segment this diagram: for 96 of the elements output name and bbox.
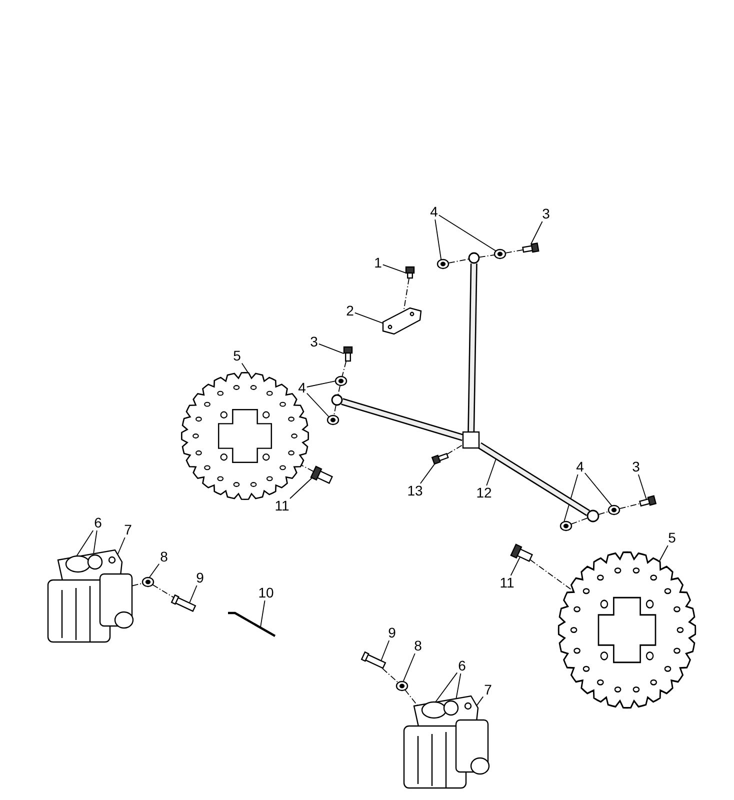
leader-line <box>420 464 435 484</box>
callout-number: 9 <box>195 570 205 586</box>
washer-drawing <box>334 376 348 386</box>
alignment-line <box>403 278 410 312</box>
callout-number: 8 <box>413 638 423 654</box>
leader-line <box>149 563 160 578</box>
leader-line <box>382 264 406 274</box>
washer-drawing <box>326 414 340 426</box>
callout-number: 8 <box>159 550 169 564</box>
callout-number: 10 <box>257 586 275 600</box>
leader-line <box>530 221 543 244</box>
callout-number: 7 <box>483 682 493 698</box>
leader-line <box>584 472 612 506</box>
leader-line <box>260 600 266 628</box>
bolt-drawing <box>510 544 533 562</box>
alignment-line <box>505 249 524 254</box>
alignment-line <box>338 385 340 396</box>
alignment-line <box>132 582 143 586</box>
callout-number: 4 <box>297 380 307 396</box>
clip-drawing <box>228 612 276 637</box>
alignment-line <box>478 254 495 258</box>
leader-line <box>306 392 330 417</box>
alignment-line <box>446 444 464 455</box>
bolt-drawing <box>431 452 449 465</box>
brake-hose-drawing <box>478 442 590 516</box>
leader-line <box>117 537 126 554</box>
alignment-line <box>598 511 609 515</box>
callout-number: 11 <box>274 498 290 514</box>
brake-disc-drawing <box>180 372 310 500</box>
tee-fitting-drawing <box>462 431 480 449</box>
brake-caliper-drawing <box>47 549 134 643</box>
brake-hose-drawing <box>468 263 478 432</box>
leader-line <box>456 673 462 698</box>
alignment-line <box>530 559 574 592</box>
washer-drawing <box>142 576 154 588</box>
bolt-drawing <box>343 346 353 362</box>
alignment-line <box>382 668 398 683</box>
leader-line <box>564 474 578 522</box>
washer-drawing <box>436 258 450 270</box>
leader-line <box>306 380 336 388</box>
banjo-fitting-drawing <box>468 252 480 264</box>
callout-number: 6 <box>93 516 103 530</box>
leader-line <box>510 556 520 576</box>
alignment-line <box>570 518 588 525</box>
alignment-line <box>342 360 347 377</box>
banjo-fitting-drawing <box>586 510 600 522</box>
callout-number: 4 <box>575 460 585 474</box>
leader-line <box>189 585 198 603</box>
callout-number: 5 <box>667 530 677 546</box>
leader-line <box>354 312 384 324</box>
bolt-drawing <box>638 495 657 507</box>
bolt-drawing <box>310 466 333 484</box>
alignment-line <box>448 258 469 264</box>
callout-number: 4 <box>429 204 439 220</box>
callout-number: 3 <box>631 460 641 474</box>
alignment-line <box>404 689 418 706</box>
bolt-drawing <box>405 266 415 279</box>
leader-line <box>402 653 416 682</box>
alignment-line <box>152 584 174 598</box>
alignment-line <box>334 404 336 416</box>
leader-line <box>380 640 390 661</box>
leader-line <box>290 478 312 499</box>
bracket-drawing <box>382 307 422 335</box>
callout-number: 9 <box>387 626 397 640</box>
leader-line <box>638 474 647 500</box>
callout-number: 12 <box>475 486 493 500</box>
washer-drawing <box>560 520 572 532</box>
callout-number: 2 <box>345 304 355 318</box>
callout-number: 3 <box>309 334 319 350</box>
leader-line <box>438 214 496 252</box>
callout-number: 5 <box>232 348 242 364</box>
callout-number: 11 <box>498 576 516 590</box>
callout-number: 7 <box>123 522 133 538</box>
leader-line <box>659 545 668 562</box>
leader-line <box>435 672 458 702</box>
callout-number: 6 <box>457 658 467 674</box>
callout-number: 13 <box>406 484 424 498</box>
brake-disc-drawing <box>558 551 696 709</box>
alignment-line <box>301 464 314 472</box>
leader-line <box>76 530 94 556</box>
pin-drawing <box>170 594 196 612</box>
brake-hose-drawing <box>341 398 464 441</box>
banjo-fitting-drawing <box>331 394 343 406</box>
brake-caliper-drawing <box>403 695 490 789</box>
leader-line <box>434 219 442 260</box>
washer-drawing <box>608 504 620 516</box>
washer-drawing <box>396 680 408 692</box>
alignment-line <box>619 503 641 510</box>
callout-number: 1 <box>373 256 383 270</box>
leader-line <box>241 362 248 373</box>
leader-line <box>93 530 98 554</box>
callout-number: 3 <box>541 206 551 222</box>
leader-line <box>318 343 344 354</box>
bolt-drawing <box>522 242 540 253</box>
washer-drawing <box>494 248 506 260</box>
leader-line <box>476 696 484 706</box>
